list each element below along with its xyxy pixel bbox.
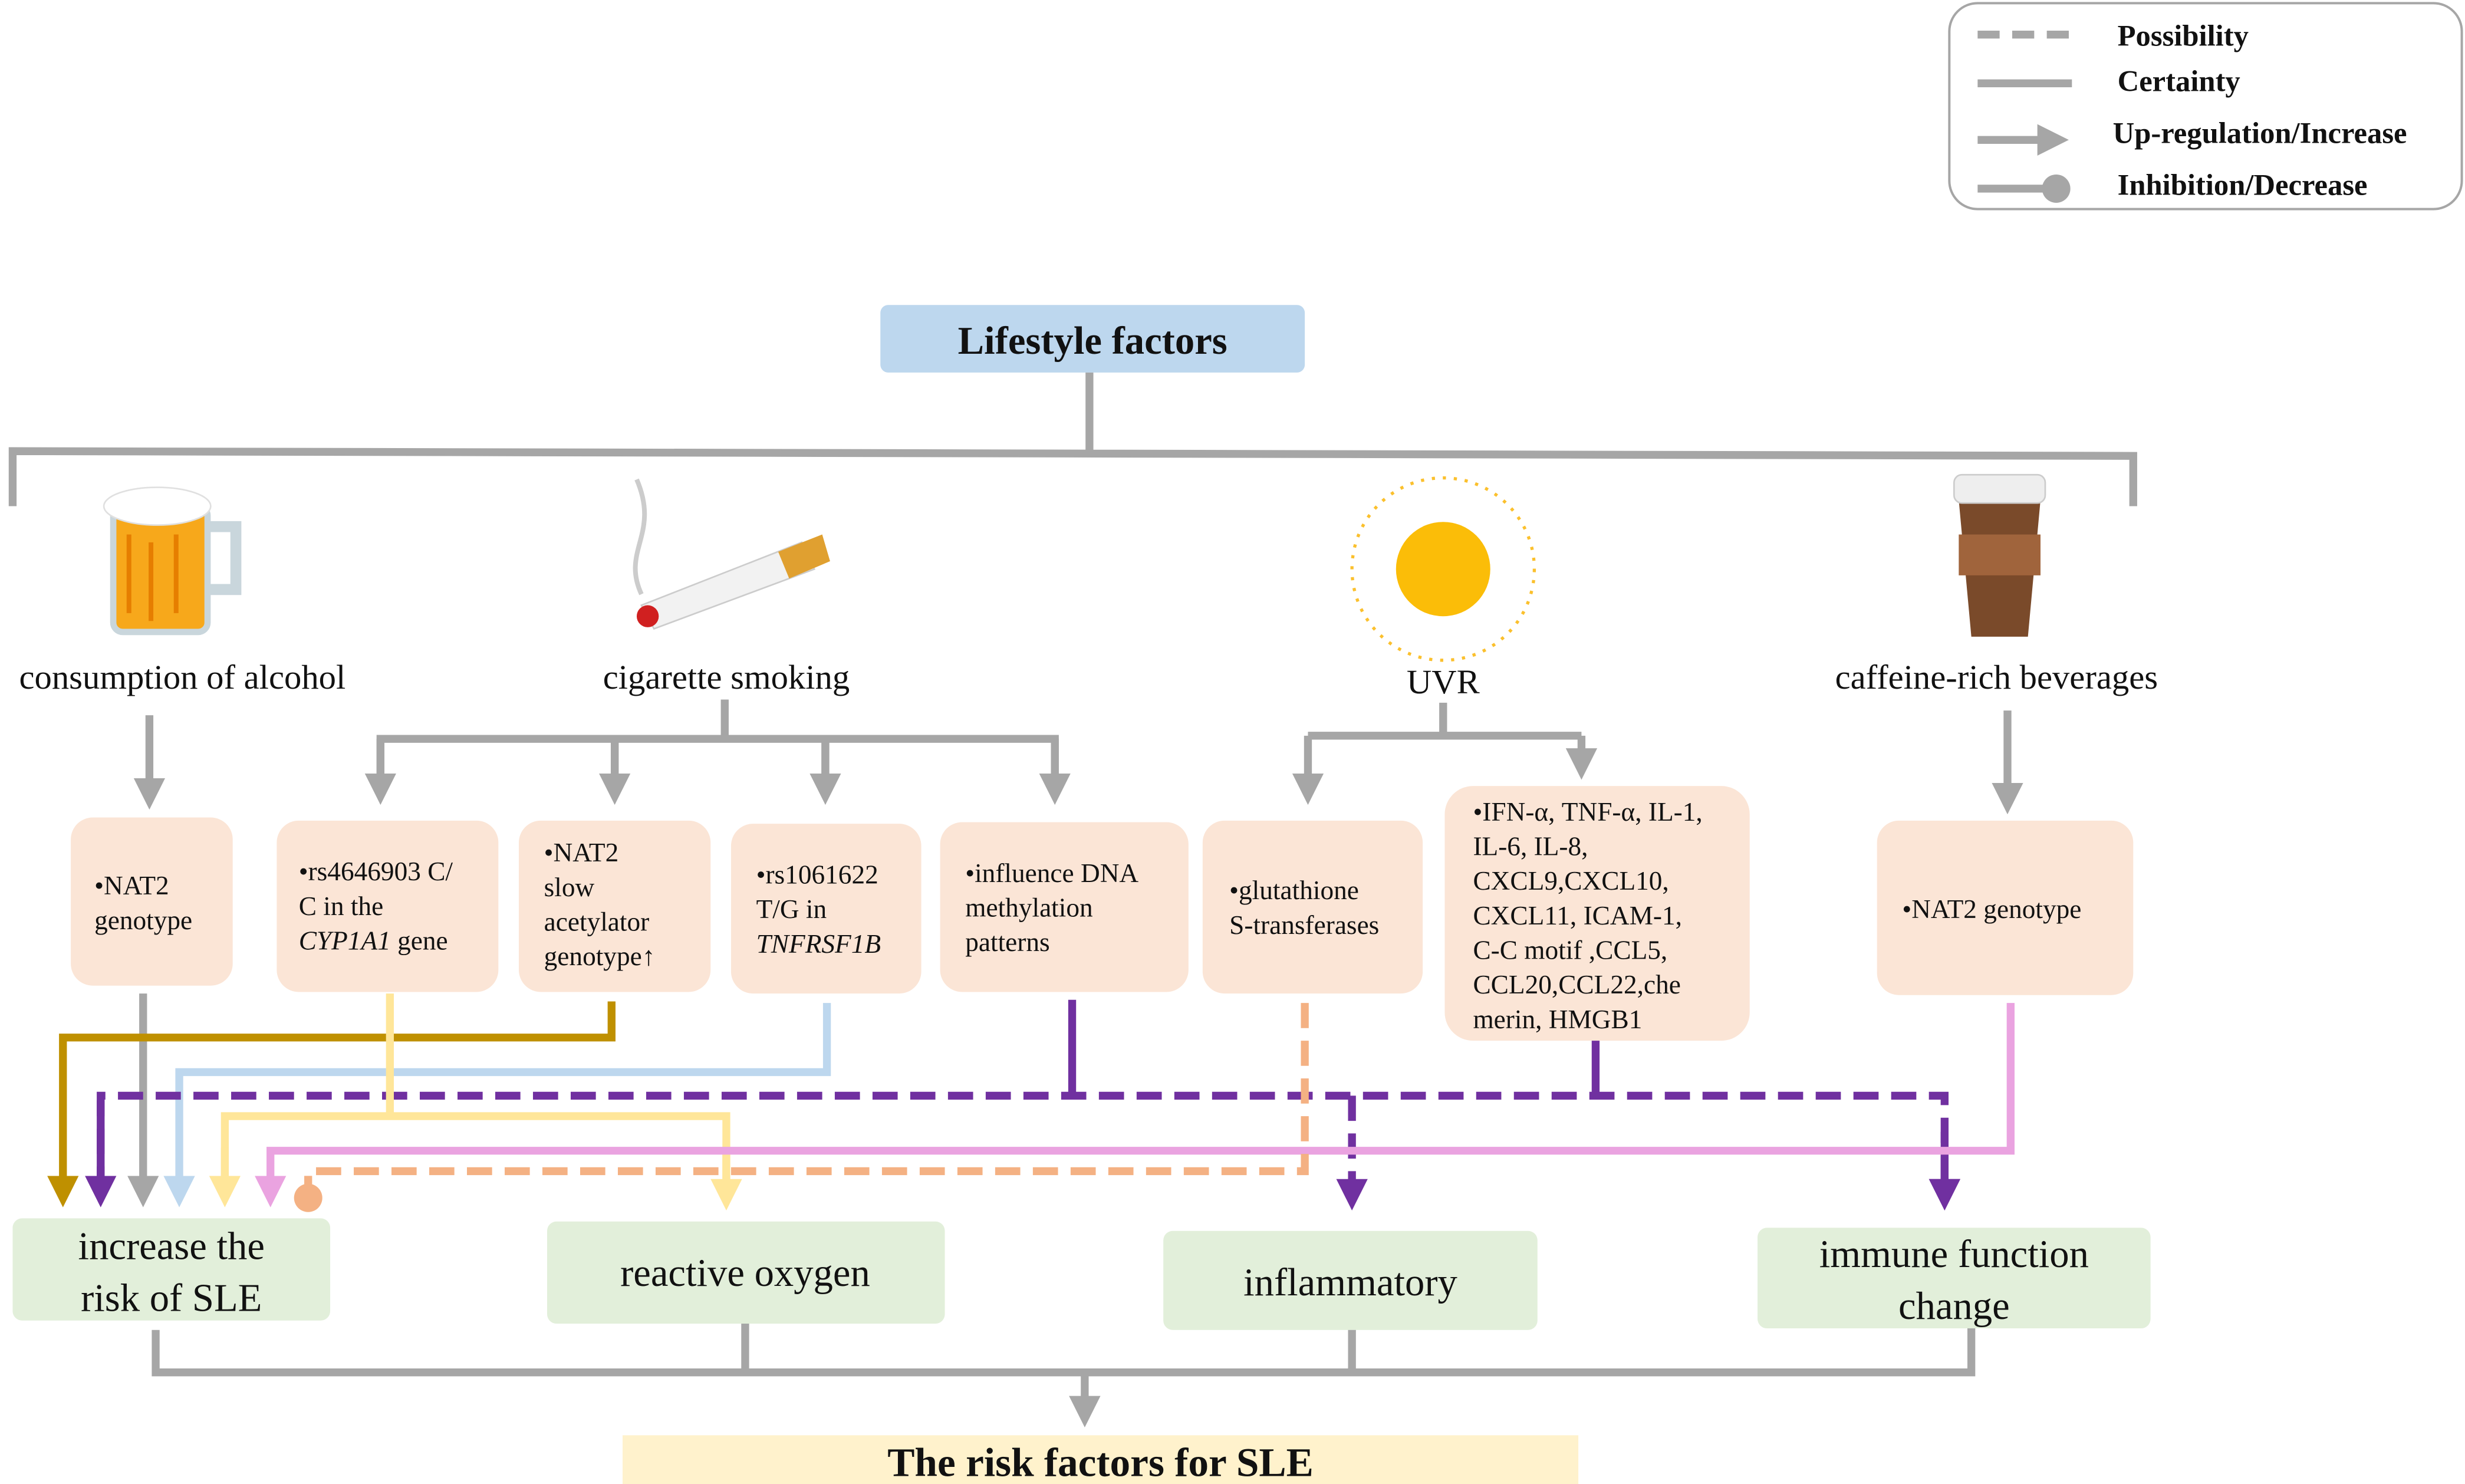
legend-inhibition: Inhibition/Decrease — [2118, 169, 2368, 202]
svg-text:•NAT2 genotype: •NAT2 genotype — [1902, 894, 2081, 924]
page-title: Lifestyle factors — [958, 320, 1227, 363]
coffee-cup-icon — [1953, 473, 2046, 637]
legend: Possibility Certainty Up-regulation/Incr… — [1948, 2, 2463, 210]
factor-caffeine: caffeine-rich beverages — [1835, 658, 2158, 696]
mechanism-cytokines — [1444, 786, 1750, 1041]
mechanism-cyp1a1 — [277, 820, 499, 992]
outcome-ros — [547, 1221, 945, 1324]
inhibition-dot-icon — [294, 1183, 322, 1212]
svg-text:inflammatory: inflammatory — [1243, 1261, 1457, 1304]
connector-purple-dashed — [97, 1091, 1961, 1211]
connector-pink — [255, 1003, 2015, 1207]
legend-certainty: Certainty — [2118, 65, 2240, 98]
connector-purple-solid — [1068, 999, 1600, 1096]
title-box — [880, 305, 1305, 373]
legend-possibility: Possibility — [2118, 19, 2249, 52]
beer-icon — [103, 486, 242, 636]
factor-alcohol: consumption of alcohol — [19, 658, 346, 696]
mechanism-nat2-slow — [518, 820, 711, 992]
legend-up: Up-regulation/Increase — [2113, 117, 2407, 150]
svg-text:reactive oxygen: reactive oxygen — [620, 1252, 870, 1295]
sun-icon — [1350, 476, 1536, 662]
factor-smoking: cigarette smoking — [603, 658, 850, 696]
inhibition-dot-icon — [2042, 174, 2071, 203]
mechanism-tnfrsf1b — [730, 824, 922, 994]
outcome-inflammatory — [1163, 1230, 1538, 1330]
outcome-sle-risk — [12, 1218, 331, 1321]
connector-gold — [47, 1001, 616, 1207]
final-title: The risk factors for SLE — [887, 1440, 1314, 1484]
final-box — [622, 1435, 1579, 1484]
factor-uvr: UVR — [1407, 663, 1480, 701]
cigarette-icon — [633, 478, 830, 630]
connector-blue — [163, 1003, 831, 1207]
mechanism-gst — [1202, 820, 1423, 994]
mechanism-nat2-alcohol — [71, 817, 233, 986]
connector-orange-dashed — [304, 1003, 1309, 1189]
mechanism-nat2-caffeine — [1877, 820, 2134, 995]
mechanism-dna-methylation — [940, 822, 1189, 992]
svg-text:•IFN-α, TNF-α, IL-1,IL-6, IL-8: •IFN-α, TNF-α, IL-1,IL-6, IL-8,CXCL9,CXC… — [1473, 797, 1702, 1034]
outcome-immune — [1758, 1228, 2151, 1329]
